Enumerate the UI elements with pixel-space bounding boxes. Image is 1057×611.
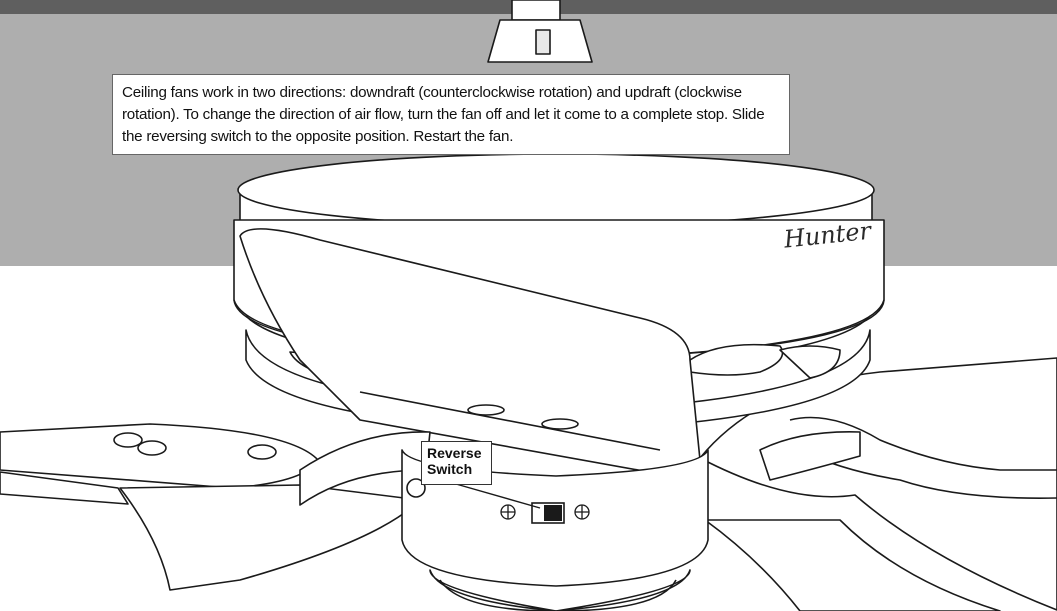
downrod <box>511 0 561 21</box>
callout-line2: Switch <box>427 461 473 477</box>
reverse-switch-label: Reverse Switch <box>421 441 492 485</box>
light-kit-plate <box>429 569 691 611</box>
screw-icon <box>500 504 516 520</box>
blade-lower-left <box>119 484 421 591</box>
blade-back-left <box>0 423 319 489</box>
callout-leader <box>455 483 541 509</box>
instruction-caption: Ceiling fans work in two directions: dow… <box>112 74 790 155</box>
callout-line1: Reverse <box>427 445 482 461</box>
slide-switch-icon <box>531 502 565 524</box>
caption-text: Ceiling fans work in two directions: dow… <box>122 84 765 145</box>
screw-icon <box>574 504 590 520</box>
